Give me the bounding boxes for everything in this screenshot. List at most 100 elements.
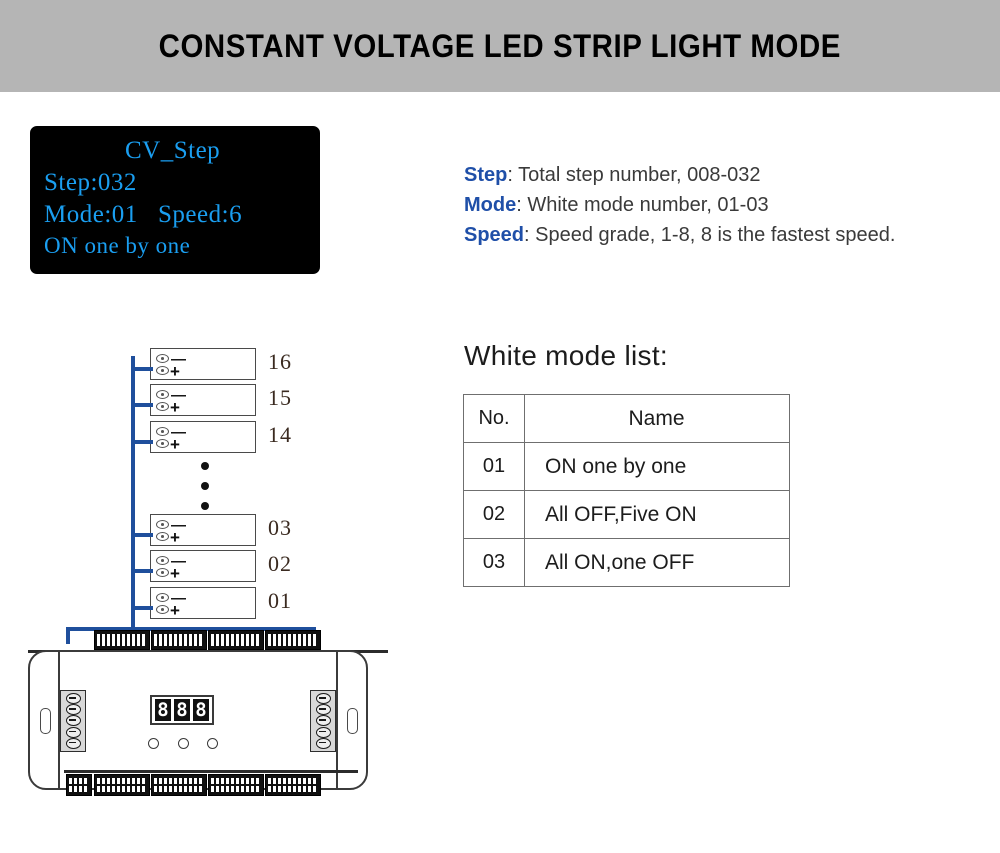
mode-name-03: All ON,one OFF [524,538,790,587]
screw-terminal-icon [65,737,81,749]
terminal-negative-icon [156,354,169,363]
legend-sep-step: : [507,164,513,186]
controller-button-group [148,738,218,749]
pin-row [154,640,202,646]
branch-wire-01 [131,606,153,610]
bus-wire-horizontal [66,627,316,631]
controller-button-2[interactable] [177,738,189,749]
lcd-message-text: ON one by one [44,233,191,258]
white-mode-list-heading: White mode list: [464,340,668,371]
terminal-block [94,630,150,650]
legend-key-mode: Mode [464,194,517,216]
bus-drop-left [66,627,70,644]
pin-row [69,786,87,792]
terminal-positive-icon [156,532,169,541]
led-strip-label-02: 02 [268,551,292,576]
sign-positive: + [170,601,180,620]
screw-terminal-icon [315,715,331,727]
side-screw-connector-left[interactable] [60,690,86,752]
sign-positive: + [170,435,180,454]
led-strip-body: — + [150,550,256,582]
led-strip-14: — + 14 [150,421,291,455]
pin-row [211,778,259,784]
screw-terminal-icon [315,704,331,716]
pin-row [97,634,145,640]
sign-positive: + [170,362,180,381]
pin-row [268,634,316,640]
led-controller-device: 8 8 8 [28,650,368,790]
legend-value-step: Total step number, 008-032 [512,164,761,186]
pin-row [97,786,145,792]
led-strip-label-03: 03 [268,515,292,540]
mode-name-02: All OFF,Five ON [524,490,790,539]
mode-no-03: 03 [463,538,525,587]
mode-no-01: 01 [463,442,525,491]
legend-value-speed: Speed grade, 1-8, 8 is the fastest speed… [529,224,896,246]
sign-positive: + [170,564,180,583]
mode-name-01: ON one by one [524,442,790,491]
branch-wire-03 [131,533,153,537]
pin-row [211,786,259,792]
terminal-negative-icon [156,390,169,399]
led-strip-body: — + [150,348,256,380]
table-header-row: No. Name [463,394,790,443]
pin-row [154,786,202,792]
led-strip-01: — + 01 [150,587,291,621]
led-strip-02: — + 02 [150,550,291,584]
ellipsis-dot [201,502,209,510]
led-strip-body: — + [150,587,256,619]
terminal-block [94,774,150,796]
sign-negative: — [171,387,186,404]
segment-digit-2: 8 [174,699,190,721]
screw-terminal-icon [65,693,81,705]
column-header-no: No. [463,394,525,443]
terminal-block [208,774,264,796]
legend-row-speed: Speed: Speed grade, 1-8, 8 is the fastes… [464,220,984,250]
column-header-name: Name [524,394,790,443]
mounting-slot-right-icon [347,708,358,734]
sign-negative: — [171,351,186,368]
legend-sep-mode: : [516,194,522,216]
wiring-diagram: — + 16 — + 15 — + 14 — [0,330,460,830]
pin-row [211,640,259,646]
pin-row [97,778,145,784]
terminal-positive-icon [156,366,169,375]
terminal-block [151,630,207,650]
terminal-positive-icon [156,439,169,448]
controller-button-1[interactable] [148,738,159,749]
header-bar: CONSTANT VOLTAGE LED STRIP LIGHT MODE [0,0,1000,92]
sign-positive: + [170,528,180,547]
lcd-title-text: CV_Step [125,137,221,164]
bottom-terminal-block-group [64,770,358,796]
sign-positive: + [170,398,180,417]
led-strip-body: — + [150,384,256,416]
terminal-block [66,774,92,796]
branch-wire-14 [131,440,153,444]
terminal-negative-icon [156,593,169,602]
table-row: 03 All ON,one OFF [463,538,790,587]
pin-row [268,786,316,792]
terminal-negative-icon [156,427,169,436]
lcd-display-panel: CV_Step Step:032 Mode:01 Speed:6 ON one … [30,126,320,274]
sign-negative: — [171,553,186,570]
branch-wire-16 [131,367,153,371]
controller-button-3[interactable] [207,738,218,749]
screw-terminal-icon [315,737,331,749]
segment-digit-3: 8 [193,699,209,721]
terminal-block [151,774,207,796]
bus-wire-vertical [131,356,135,631]
terminal-negative-icon [156,556,169,565]
led-strip-label-16: 16 [268,349,292,374]
white-mode-list-table: No. Name 01 ON one by one 02 All OFF,Fiv… [463,394,790,587]
table-row: 01 ON one by one [463,442,790,491]
sign-negative: — [171,424,186,441]
ellipsis-dot [201,482,209,490]
mode-no-02: 02 [463,490,525,539]
pin-row [268,640,316,646]
terminal-positive-icon [156,402,169,411]
led-strip-label-15: 15 [268,385,292,410]
top-terminal-block-group [28,630,388,653]
terminal-block [265,630,321,650]
mounting-slot-left-icon [40,708,51,734]
side-screw-connector-right[interactable] [310,690,336,752]
